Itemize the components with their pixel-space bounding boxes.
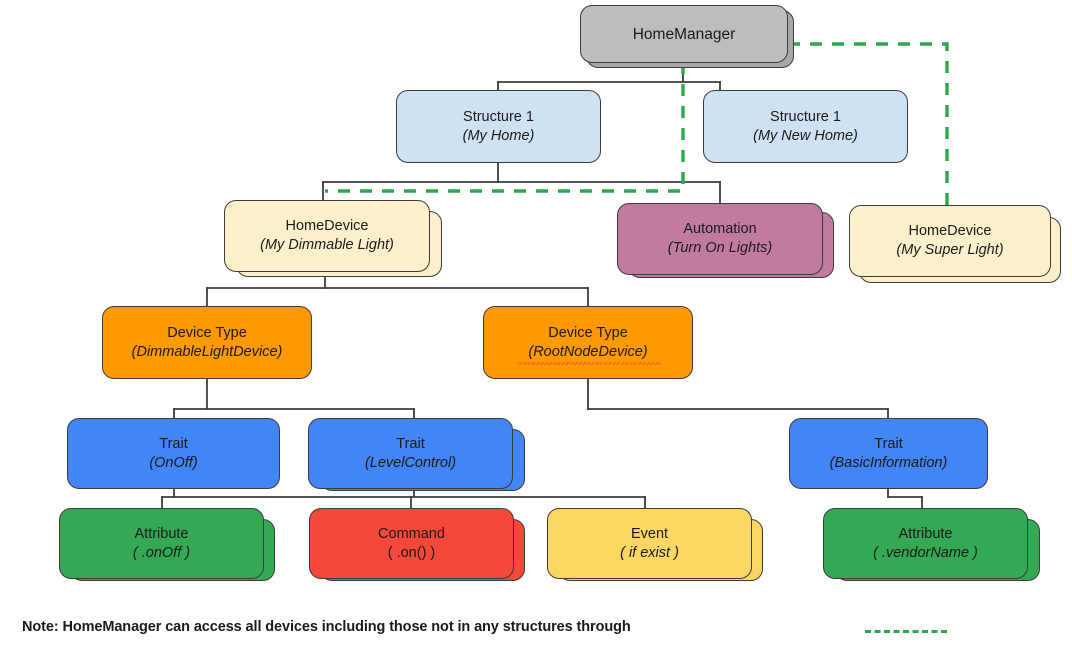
trait-levelcontrol-label: Trait: [396, 435, 425, 452]
node-device-type-root-node[interactable]: Device Type (RootNodeDevice): [483, 306, 693, 379]
device-type-rootnode-value: (RootNodeDevice): [528, 343, 648, 360]
event-value: ( if exist ): [620, 544, 679, 561]
node-automation[interactable]: Automation (Turn On Lights): [617, 203, 823, 275]
attribute-vendorname-value: ( .vendorName ): [873, 544, 978, 561]
command-on-value: ( .on() ): [387, 544, 436, 561]
trait-basicinfo-label: Trait: [874, 435, 903, 452]
automation-type: Automation: [683, 221, 757, 237]
structure-my-new-home-type: Structure 1: [770, 108, 841, 125]
device-type-dimmable-value: (DimmableLightDevice): [131, 343, 283, 360]
structure-my-home-name: (My Home): [462, 127, 535, 144]
home-manager-label: HomeManager: [632, 25, 736, 43]
node-structure-my-new-home[interactable]: Structure 1 (My New Home): [703, 90, 908, 163]
attribute-vendorname-label: Attribute: [898, 525, 953, 542]
node-trait-basicinformation[interactable]: Trait (BasicInformation): [789, 418, 988, 489]
spellcheck-underline: [517, 362, 661, 365]
trait-onoff-value: (OnOff): [149, 454, 198, 471]
node-event-if-exist[interactable]: Event ( if exist ): [547, 508, 752, 579]
automation-name: (Turn On Lights): [667, 240, 773, 256]
node-device-type-dimmable-light[interactable]: Device Type (DimmableLightDevice): [102, 306, 312, 379]
event-label: Event: [630, 525, 669, 542]
footer-note-dashed-legend: [865, 630, 947, 633]
node-command-on[interactable]: Command ( .on() ): [309, 508, 514, 579]
attribute-onoff-value: ( .onOff ): [132, 544, 191, 561]
home-device-dimmable-type: HomeDevice: [285, 218, 369, 234]
trait-onoff-label: Trait: [159, 435, 188, 452]
trait-basicinfo-value: (BasicInformation): [829, 454, 948, 471]
node-trait-levelcontrol[interactable]: Trait (LevelControl): [308, 418, 513, 489]
command-on-label: Command: [378, 525, 445, 542]
home-device-dimmable-name: (My Dimmable Light): [260, 237, 394, 253]
node-home-device-super[interactable]: HomeDevice (My Super Light): [849, 205, 1051, 277]
node-structure-my-home[interactable]: Structure 1 (My Home): [396, 90, 601, 163]
node-trait-onoff[interactable]: Trait (OnOff): [67, 418, 280, 489]
device-type-rootnode-label: Device Type: [548, 324, 628, 341]
footer-note: Note: HomeManager can access all devices…: [22, 619, 631, 635]
node-attribute-onoff[interactable]: Attribute ( .onOff ): [59, 508, 264, 579]
home-device-super-type: HomeDevice: [908, 223, 992, 239]
structure-my-home-type: Structure 1: [463, 108, 534, 125]
device-type-dimmable-label: Device Type: [167, 324, 247, 341]
structure-my-new-home-name: (My New Home): [753, 127, 858, 144]
home-device-super-name: (My Super Light): [896, 242, 1004, 258]
node-attribute-vendorname[interactable]: Attribute ( .vendorName ): [823, 508, 1028, 579]
attribute-onoff-label: Attribute: [134, 525, 189, 542]
trait-levelcontrol-value: (LevelControl): [364, 454, 457, 471]
node-home-manager[interactable]: HomeManager: [580, 5, 788, 63]
node-home-device-dimmable[interactable]: HomeDevice (My Dimmable Light): [224, 200, 430, 272]
